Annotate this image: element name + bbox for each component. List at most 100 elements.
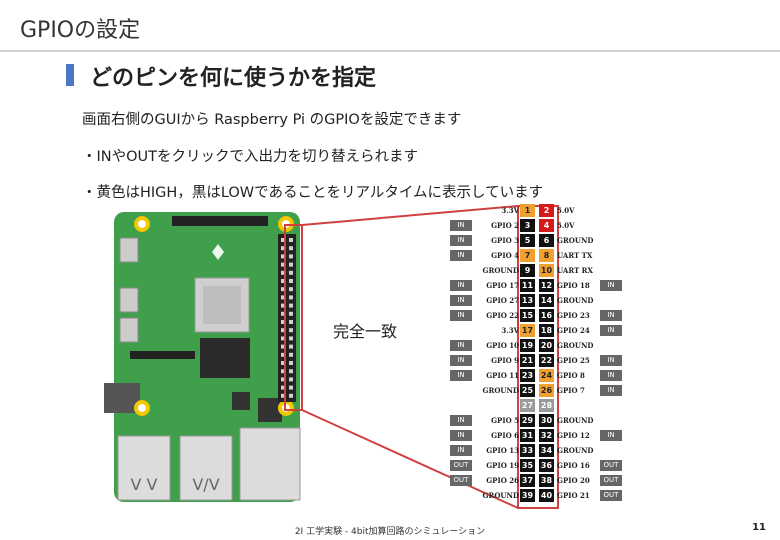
io-toggle-right[interactable]: IN xyxy=(600,325,622,336)
pin-number-right: 30 xyxy=(539,414,554,427)
page-number: 11 xyxy=(752,522,766,533)
header-pin-dot xyxy=(289,385,293,390)
pin-number-left: 31 xyxy=(520,429,535,442)
svg-text:V/V: V/V xyxy=(192,475,219,494)
io-toggle-right[interactable]: OUT xyxy=(600,490,622,501)
io-toggle-left[interactable]: IN xyxy=(450,445,472,456)
io-toggle-right[interactable]: OUT xyxy=(600,460,622,471)
header-pin-dot xyxy=(281,311,285,316)
io-toggle-left[interactable]: IN xyxy=(450,250,472,261)
header-pin-dot xyxy=(281,320,285,324)
header-pin-dot xyxy=(289,254,293,259)
pin-label-left: GROUND xyxy=(482,386,519,395)
header-pin-dot xyxy=(289,320,293,324)
io-toggle-right[interactable]: IN xyxy=(600,310,622,321)
pin-number-left: 35 xyxy=(520,459,535,472)
pin-number-left: 29 xyxy=(520,414,535,427)
io-toggle-left[interactable]: IN xyxy=(450,340,472,351)
pin-label-left: GPIO 5 xyxy=(491,416,519,425)
pin-number-left: 7 xyxy=(520,249,535,262)
pin-number-left: 17 xyxy=(520,324,535,337)
header-pin-dot xyxy=(289,361,293,365)
io-toggle-left[interactable]: IN xyxy=(450,370,472,381)
pin-label-left: GPIO 10 xyxy=(486,341,519,350)
pin-number-right: 34 xyxy=(539,444,554,457)
io-toggle-left[interactable]: IN xyxy=(450,220,472,231)
pin-number-right: 26 xyxy=(539,384,554,397)
io-toggle-left[interactable]: IN xyxy=(450,415,472,426)
io-toggle-left[interactable]: IN xyxy=(450,430,472,441)
pin-label-left: GPIO 9 xyxy=(491,356,519,365)
io-toggle-left[interactable]: OUT xyxy=(450,475,472,486)
header-pin-dot xyxy=(281,336,285,341)
pin-number-left: 19 xyxy=(520,339,535,352)
pin-label-left: GPIO 3 xyxy=(491,236,519,245)
io-toggle-left[interactable]: IN xyxy=(450,235,472,246)
pin-number-left: 33 xyxy=(520,444,535,457)
pin-label-right: GPIO 7 xyxy=(557,386,585,395)
header-pin-dot xyxy=(289,328,293,333)
pin-number-right: 20 xyxy=(539,339,554,352)
header-pin-dot xyxy=(281,270,285,275)
pin-number-right: 18 xyxy=(539,324,554,337)
pin-label-right: 5.0V xyxy=(557,221,575,230)
pin-label-right: GPIO 12 xyxy=(557,431,590,440)
io-toggle-left[interactable]: OUT xyxy=(450,460,472,471)
pin-label-right: GROUND xyxy=(557,341,594,350)
pin-label-left: GPIO 19 xyxy=(486,461,519,470)
body-line-3: ・黄色はHIGH，黒はLOWであることをリアルタイムに表示しています xyxy=(82,185,544,201)
pin-label-right: GPIO 24 xyxy=(557,326,590,335)
io-toggle-right[interactable]: IN xyxy=(600,280,622,291)
header-pin-dot xyxy=(281,369,285,374)
header-pin-dot xyxy=(281,344,285,349)
pin-label-right: GPIO 21 xyxy=(557,491,590,500)
pin-number-left: 39 xyxy=(520,489,535,502)
io-toggle-left[interactable]: IN xyxy=(450,355,472,366)
io-toggle-left[interactable]: IN xyxy=(450,280,472,291)
header-pin-dot xyxy=(289,344,293,349)
pin-label-left: GPIO 13 xyxy=(486,446,519,455)
header-pin-dot xyxy=(289,377,293,382)
pin-number-right: 40 xyxy=(539,489,554,502)
pin-label-left: GPIO 22 xyxy=(486,311,519,320)
io-toggle-right[interactable]: IN xyxy=(600,385,622,396)
header-pin-dot xyxy=(281,238,285,242)
pin-number-left: 15 xyxy=(520,309,535,322)
pin-number-right: 38 xyxy=(539,474,554,487)
pin-number-left: 5 xyxy=(520,234,535,247)
header-pin-dot xyxy=(281,295,285,300)
io-toggle-left[interactable]: IN xyxy=(450,295,472,306)
pin-label-right: GPIO 25 xyxy=(557,356,590,365)
io-toggle-right[interactable]: IN xyxy=(600,355,622,366)
pin-label-right: GPIO 18 xyxy=(557,281,590,290)
pin-number-left: 25 xyxy=(520,384,535,397)
header-pin-dot xyxy=(289,270,293,275)
io-toggle-right[interactable]: OUT xyxy=(600,475,622,486)
header-pin-dot xyxy=(289,295,293,300)
pin-number-left: 37 xyxy=(520,474,535,487)
header-pin-dot xyxy=(281,361,285,365)
header-pin-dot xyxy=(289,262,293,267)
svg-text:V V: V V xyxy=(131,475,158,494)
pin-number-right: 8 xyxy=(539,249,554,262)
pin-number-left: 9 xyxy=(520,264,535,277)
io-toggle-right[interactable]: IN xyxy=(600,430,622,441)
footer-caption: 2I 工学実験 - 4bit加算回路のシミュレーション xyxy=(294,527,486,537)
pin-number-left: 1 xyxy=(520,204,535,217)
io-toggle-right[interactable]: IN xyxy=(600,370,622,381)
pin-number-left: 23 xyxy=(520,369,535,382)
io-toggle-left[interactable]: IN xyxy=(450,310,472,321)
header-pin-dot xyxy=(281,246,285,251)
pin-number-right: 32 xyxy=(539,429,554,442)
pin-label-right: 5.0V xyxy=(557,206,575,215)
pin-number-right: 24 xyxy=(539,369,554,382)
pin-label-left: GPIO 6 xyxy=(491,431,519,440)
raspberry-pi-board-illustration: V V V/V xyxy=(104,212,301,502)
